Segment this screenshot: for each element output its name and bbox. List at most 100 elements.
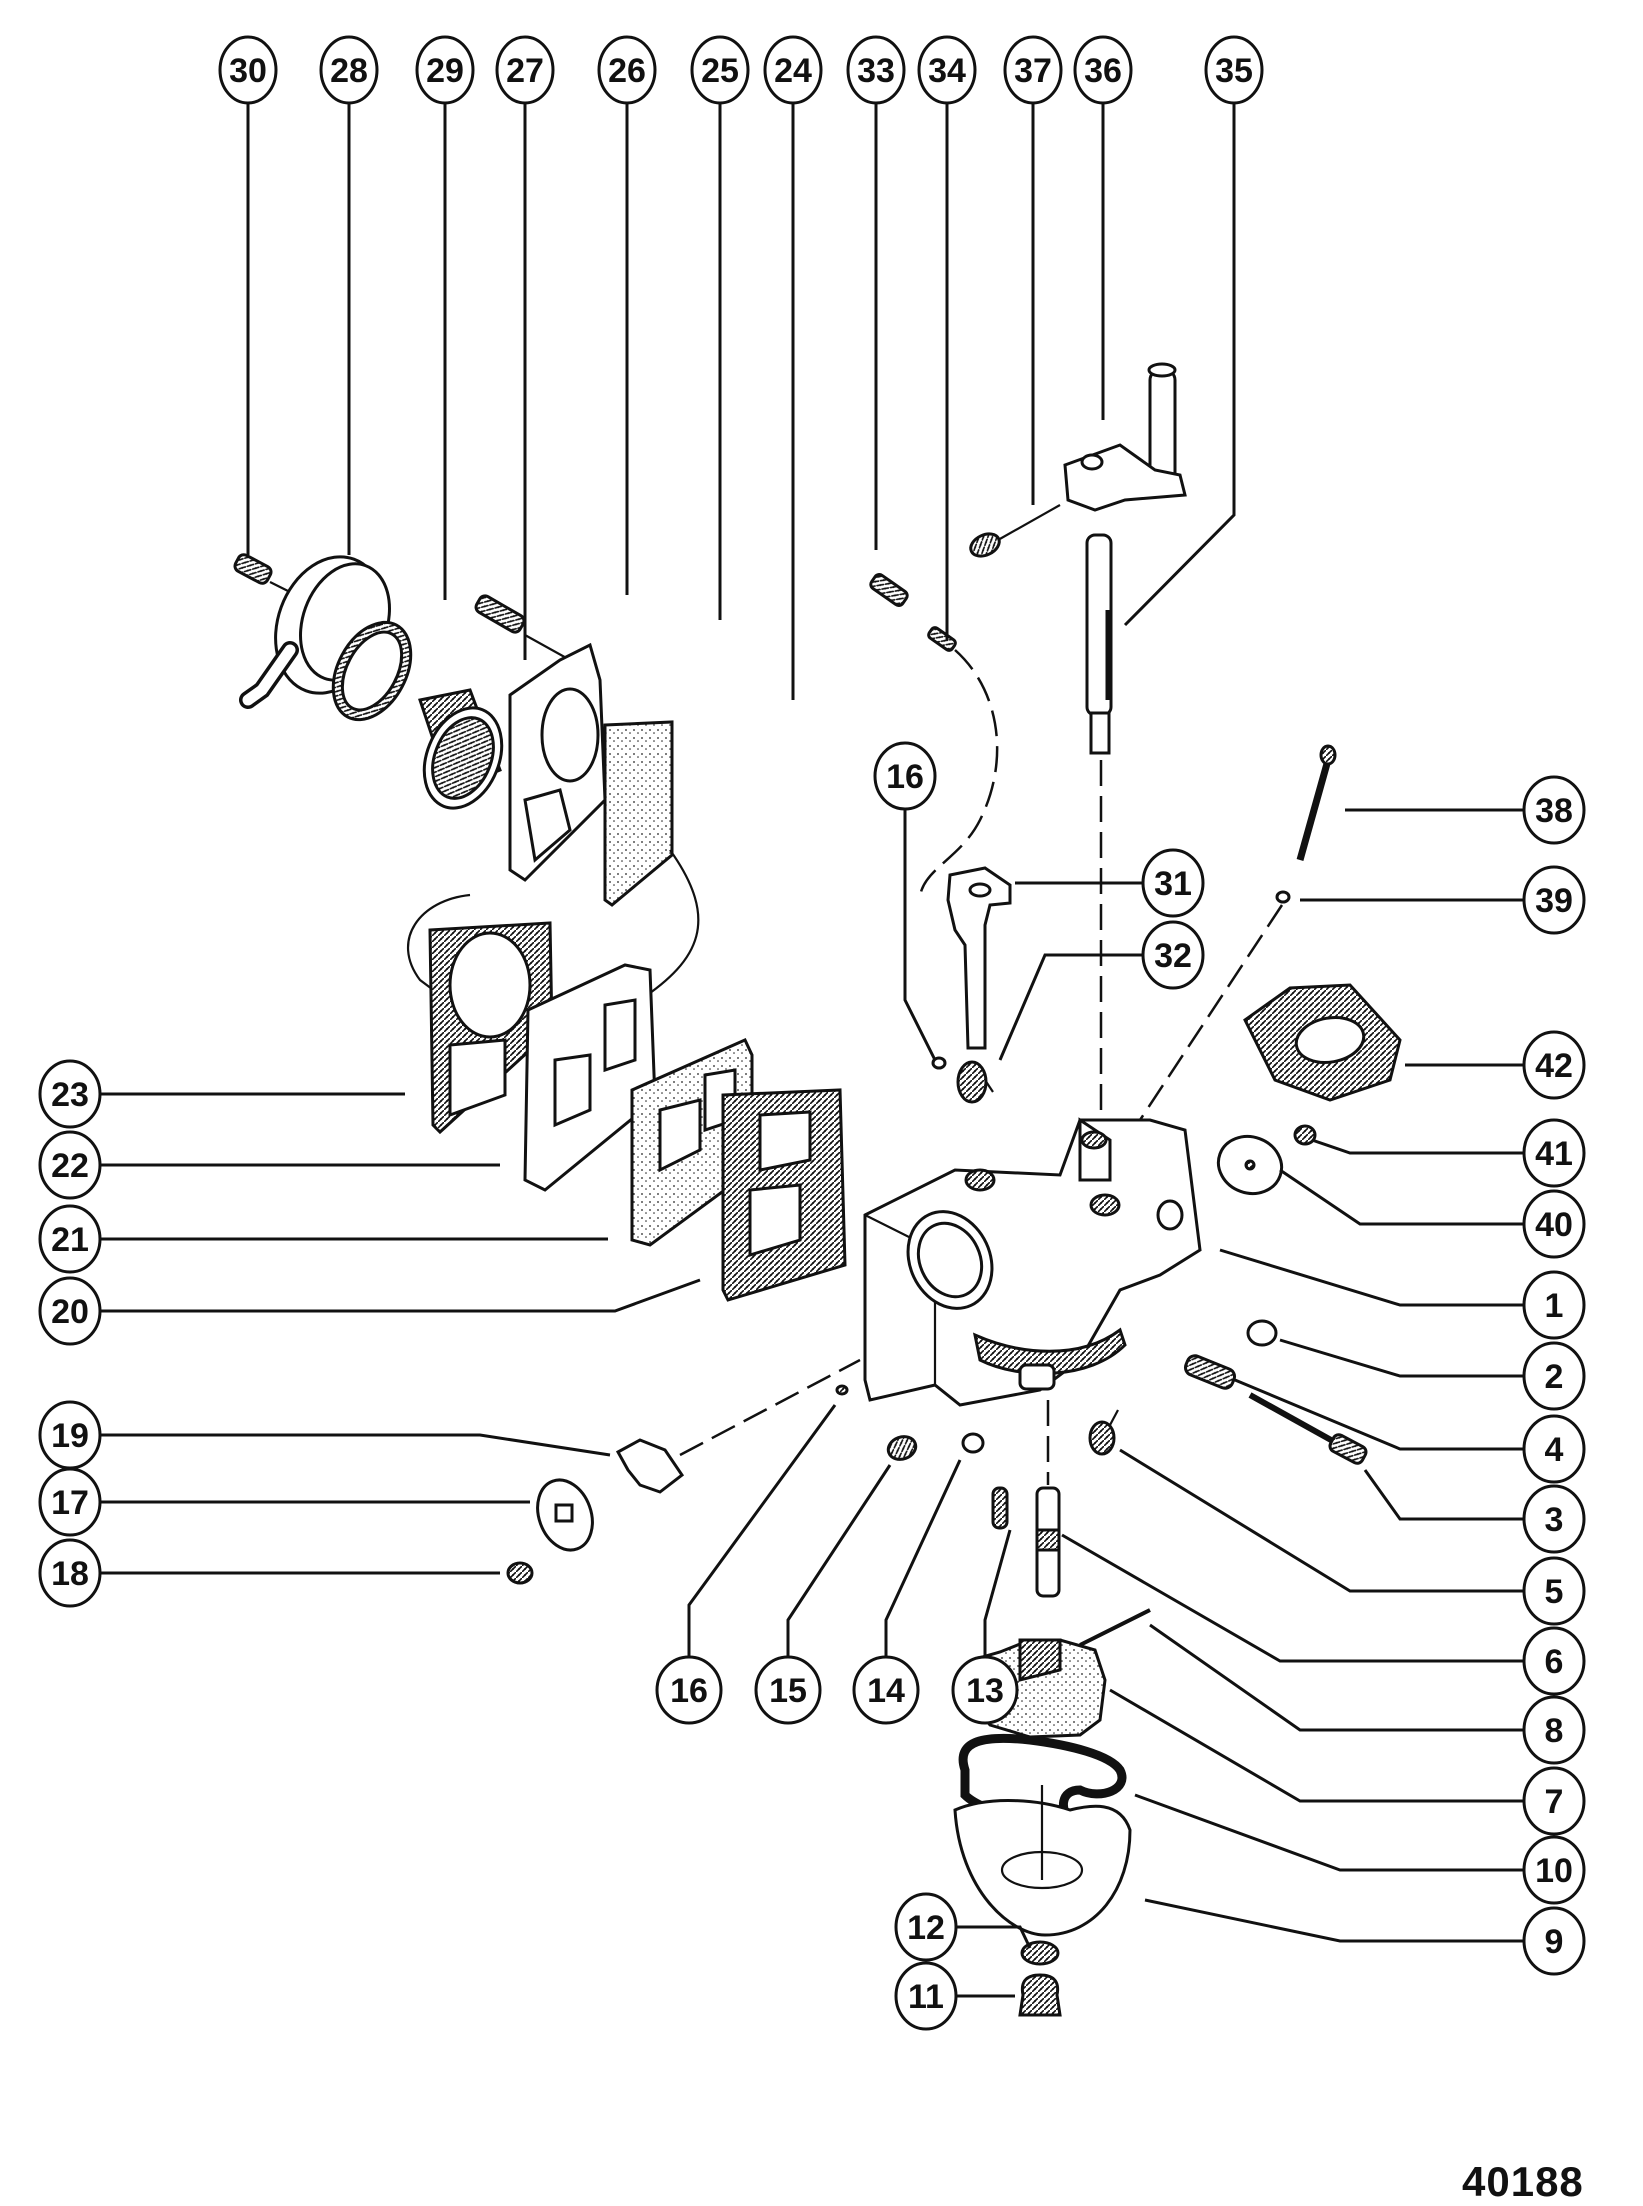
part-37-screw [969,504,1061,558]
callout-7[interactable]: 7 [1522,1766,1586,1836]
svg-text:42: 42 [1535,1047,1573,1085]
part-32-spring [956,1060,994,1104]
svg-text:22: 22 [51,1147,89,1185]
part-20-gasket [721,1088,847,1302]
svg-text:1: 1 [1545,1287,1564,1325]
callout-21[interactable]: 21 [38,1204,102,1274]
svg-text:37: 37 [1014,52,1052,90]
callout-39[interactable]: 39 [1522,865,1586,935]
callout-37[interactable]: 37 [1003,35,1063,105]
callout-8[interactable]: 8 [1522,1695,1586,1765]
callout-35[interactable]: 35 [1204,35,1264,105]
svg-text:3: 3 [1545,1501,1564,1539]
part-4-spring [1183,1354,1237,1390]
part-23-gasket [428,921,554,1135]
callout-23[interactable]: 23 [38,1059,102,1129]
callout-26[interactable]: 26 [597,35,657,105]
svg-text:23: 23 [51,1076,89,1114]
callout-41[interactable]: 41 [1522,1118,1586,1188]
callout-22[interactable]: 22 [38,1130,102,1200]
callout-9[interactable]: 9 [1522,1906,1586,1976]
callout-12[interactable]: 12 [894,1892,958,1962]
callout-33[interactable]: 33 [846,35,906,105]
callout-29[interactable]: 29 [415,35,475,105]
part-30-screw [233,553,291,593]
part-42-flange-gasket [1243,983,1402,1102]
svg-text:14: 14 [867,1672,905,1710]
part-15-screw [886,1435,918,1461]
part-5-spring [1088,1409,1119,1456]
svg-text:21: 21 [51,1221,89,1259]
callout-36[interactable]: 36 [1073,35,1133,105]
svg-text:41: 41 [1535,1135,1573,1173]
svg-text:30: 30 [229,52,267,90]
svg-text:26: 26 [608,52,646,90]
svg-text:4: 4 [1545,1431,1564,1469]
svg-text:13: 13 [966,1672,1004,1710]
callout-13[interactable]: 13 [951,1655,1019,1725]
part-19-clip [615,1438,685,1494]
callout-30[interactable]: 30 [218,35,278,105]
part-22-plate [523,963,657,1192]
part-17-plate [536,1478,594,1552]
callout-10[interactable]: 10 [1522,1835,1586,1905]
callout-3[interactable]: 3 [1522,1484,1586,1554]
part-3-mixture-screw [1248,1392,1368,1465]
svg-text:12: 12 [907,1909,945,1947]
svg-text:27: 27 [506,52,544,90]
svg-text:6: 6 [1545,1643,1564,1681]
part-41-screw [1293,1124,1317,1146]
part-40-plate [1216,1135,1284,1195]
svg-text:35: 35 [1215,52,1253,90]
callout-1[interactable]: 1 [1522,1270,1586,1340]
callout-34[interactable]: 34 [917,35,977,105]
callout-15[interactable]: 15 [754,1655,822,1725]
part-24-diaphragm [603,720,674,907]
part-34-spring [927,626,957,652]
callout-32[interactable]: 32 [1141,920,1205,990]
callout-2[interactable]: 2 [1522,1341,1586,1411]
svg-text:40: 40 [1535,1206,1573,1244]
callout-19[interactable]: 19 [38,1400,102,1470]
svg-text:10: 10 [1535,1852,1573,1890]
callout-25[interactable]: 25 [690,35,750,105]
callout-6[interactable]: 6 [1522,1626,1586,1696]
svg-text:5: 5 [1545,1573,1564,1611]
part-39-washer [1275,890,1291,904]
callout-11[interactable]: 11 [894,1961,958,2031]
svg-text:11: 11 [908,1978,944,2016]
callout-42[interactable]: 42 [1522,1030,1586,1100]
svg-text:17: 17 [51,1484,89,1522]
callout-28[interactable]: 28 [319,35,379,105]
svg-text:18: 18 [51,1555,89,1593]
callout-16-upper[interactable]: 16 [873,741,937,811]
part-33-idle-screw [869,573,909,607]
figure-number: 40188 [1462,2158,1584,2205]
part-8-float-pin [1079,1608,1151,1647]
svg-text:7: 7 [1545,1783,1564,1821]
callout-27[interactable]: 27 [495,35,555,105]
callout-20[interactable]: 20 [38,1276,102,1346]
callout-24[interactable]: 24 [763,35,823,105]
callout-5[interactable]: 5 [1522,1556,1586,1626]
parts-layer [233,362,1402,2017]
callout-18[interactable]: 18 [38,1538,102,1608]
callout-16-lower[interactable]: 16 [655,1655,723,1725]
svg-text:34: 34 [928,52,966,90]
callout-14[interactable]: 14 [852,1655,920,1725]
part-36-throttle-lever [1063,362,1187,512]
callout-40[interactable]: 40 [1522,1189,1586,1259]
part-26-screw [474,594,571,661]
leader-lines [100,103,1524,1998]
callout-38[interactable]: 38 [1522,775,1586,845]
svg-text:36: 36 [1084,52,1122,90]
part-14-washer [961,1432,985,1454]
callout-17[interactable]: 17 [38,1467,102,1537]
part-29-gasket [331,620,413,722]
callout-31[interactable]: 31 [1141,848,1205,918]
svg-text:24: 24 [774,52,812,90]
svg-text:16: 16 [886,758,924,796]
svg-text:8: 8 [1545,1712,1564,1750]
callout-4[interactable]: 4 [1522,1414,1586,1484]
